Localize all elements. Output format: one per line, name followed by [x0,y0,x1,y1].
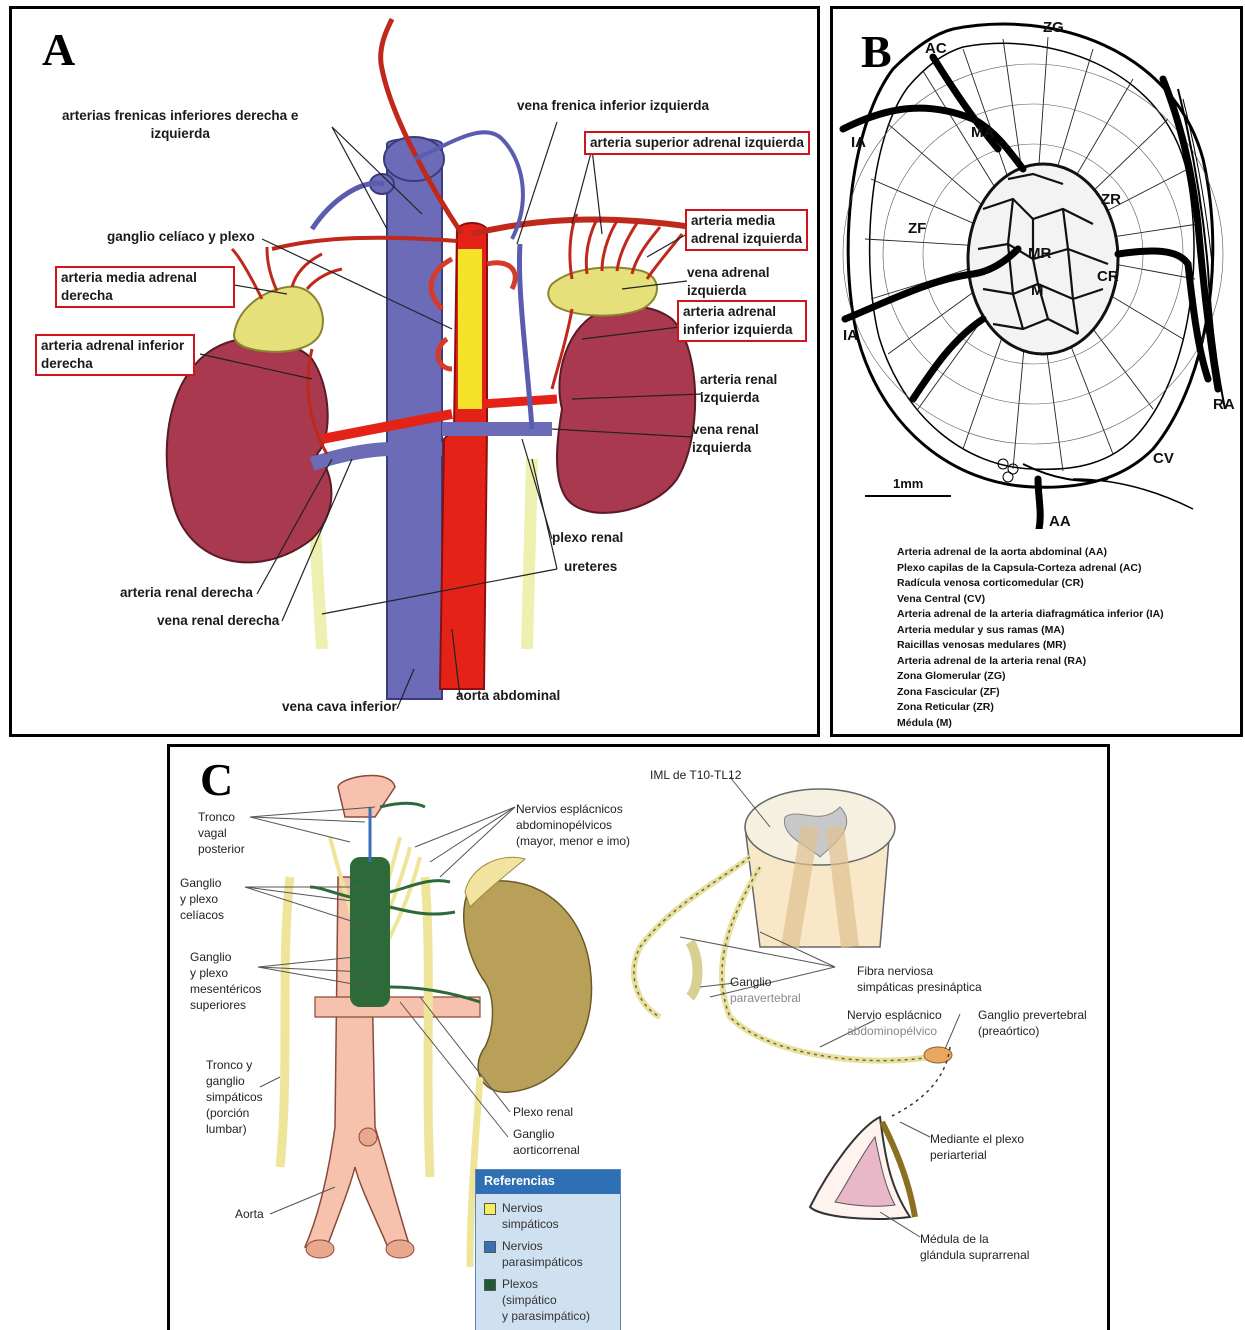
abbr-aa: AA [1049,514,1071,529]
panel-c-letter: C [200,757,233,803]
abbr-zg: ZG [1043,20,1064,35]
label-nervios-esplacnicos: Nervios esplácnicos abdominopélvicos (ma… [516,801,630,849]
label-nervio-esplacnico: Nervio esplácnico [847,1007,942,1023]
abbr-ma: MA [971,125,994,140]
label-arteria-adrenal-inf-der: arteria adrenal inferior derecha [35,334,195,376]
label-vena-frenica: vena frenica inferior izquierda [517,97,709,115]
swatch-blue [484,1241,496,1253]
panel-b-legend: Arteria adrenal de la aorta abdominal (A… [897,545,1164,731]
reference-item-plexus: Plexos (simpático y parasimpático) [476,1276,620,1324]
legend-item: Plexo capilas de la Capsula-Corteza adre… [897,561,1164,577]
label-arteria-adrenal-inf-izq: arteria adrenal inferior izquierda [677,300,807,342]
panel-b-adrenal-microcirculation: B AC ZG IA MA ZR ZF MR CR M IA RA CV AA … [830,6,1243,737]
legend-item: Zona Glomerular (ZG) [897,669,1164,685]
label-arterias-frenicas: arterias frenicas inferiores derecha e i… [62,107,298,143]
panel-b-letter: B [861,29,892,75]
kidney [464,881,592,1092]
left-adrenal [548,267,657,315]
legend-item: Arteria medular y sus ramas (MA) [897,623,1164,639]
legend-item: Zona Reticular (ZR) [897,700,1164,716]
label-arteria-media-adrenal-der: arteria media adrenal derecha [55,266,235,308]
label-vena-cava: vena cava inferior [282,698,397,716]
panel-a-letter: A [42,27,75,73]
label-arteria-superior-adrenal: arteria superior adrenal izquierda [584,131,810,155]
left-kidney [557,307,695,513]
label-tronco-vagal: Tronco vagal posterior [198,809,245,857]
label-ganglio-celiacos: Ganglio y plexo celíacos [180,875,224,923]
scale-bar-label: 1mm [893,477,923,490]
label-vena-renal-izq: vena renal izquierda [692,421,759,457]
abbr-ra: RA [1213,397,1235,412]
label-iml: IML de T10-TL12 [650,767,741,783]
legend-item: Zona Fascicular (ZF) [897,685,1164,701]
label-aorta-abdominal: aorta abdominal [456,687,560,705]
panel-c-sympathetic-innervation: C Tronco vagal posterior Nervios esplácn… [167,744,1110,1330]
right-adrenal [234,287,323,352]
legend-item: Vena Central (CV) [897,592,1164,608]
legend-item: Raicillas venosas medulares (MR) [897,638,1164,654]
label-ganglio-prevertebral: Ganglio prevertebral (preaórtico) [978,1007,1087,1039]
abbr-cr: CR [1097,269,1119,284]
legend-item: Radícula venosa corticomedular (CR) [897,576,1164,592]
label-medula-glandula: Médula de la glándula suprarrenal [920,1231,1029,1263]
abbr-ac: AC [925,41,947,56]
label-ureteres: ureteres [564,558,617,576]
label-arteria-renal-der: arteria renal derecha [120,584,253,602]
swatch-yellow [484,1203,496,1215]
legend-item: Arteria adrenal de la aorta abdominal (A… [897,545,1164,561]
swatch-green [484,1279,496,1291]
label-aorta: Aorta [235,1206,264,1222]
label-tronco-simpaticos: Tronco y ganglio simpáticos (porción lum… [206,1057,263,1137]
abbr-ia-bottom: IA [843,328,858,343]
legend-item: Arteria adrenal de la arteria renal (RA) [897,654,1164,670]
references-title: Referencias [476,1170,620,1194]
label-plexo-renal: Plexo renal [513,1104,573,1120]
label-vena-adrenal-izq: vena adrenal izquierda [687,264,770,300]
reference-item-sympathetic: Nervios simpáticos [476,1200,620,1232]
label-ganglio-celiaco: ganglio celíaco y plexo [107,228,255,246]
label-arteria-media-adrenal-izq: arteria media adrenal izquierda [685,209,808,251]
label-plexo-renal: plexo renal [552,529,623,547]
abbr-m: M [1031,283,1044,298]
abbr-zr: ZR [1101,192,1121,207]
abbr-mr: MR [1028,246,1051,261]
label-vena-renal-der: vena renal derecha [157,612,279,630]
spinal-cord [745,789,895,947]
label-ganglio-aorticorrenal: Ganglio aorticorrenal [513,1126,580,1158]
label-paravertebral: paravertebral [730,990,801,1006]
label-ganglio-mesentericos: Ganglio y plexo mesentéricos superiores [190,949,261,1013]
abbr-cv: CV [1153,451,1174,466]
panel-b-illustration [833,9,1240,529]
legend-item: Arteria adrenal de la arteria diafragmát… [897,607,1164,623]
legend-item: Médula (M) [897,716,1164,732]
label-abdominopelvico: abdominopélvico [847,1023,937,1039]
label-arteria-renal-izq: arteria renal izquierda [700,371,777,407]
reference-item-parasympathetic: Nervios parasimpáticos [476,1238,620,1270]
label-mediante-plexo: Mediante el plexo periarterial [930,1131,1024,1163]
panel-a-vascular-anatomy: A arterias frenicas inferiores derecha e… [9,6,820,737]
abbr-ia-top: IA [851,135,866,150]
label-fibra-nerviosa: Fibra nerviosa simpáticas presináptica [857,963,982,995]
references-legend: Referencias Nervios simpáticos Nervios p… [475,1169,621,1330]
label-ganglio-paravertebral: Ganglio [730,974,771,990]
abbr-zf: ZF [908,221,926,236]
